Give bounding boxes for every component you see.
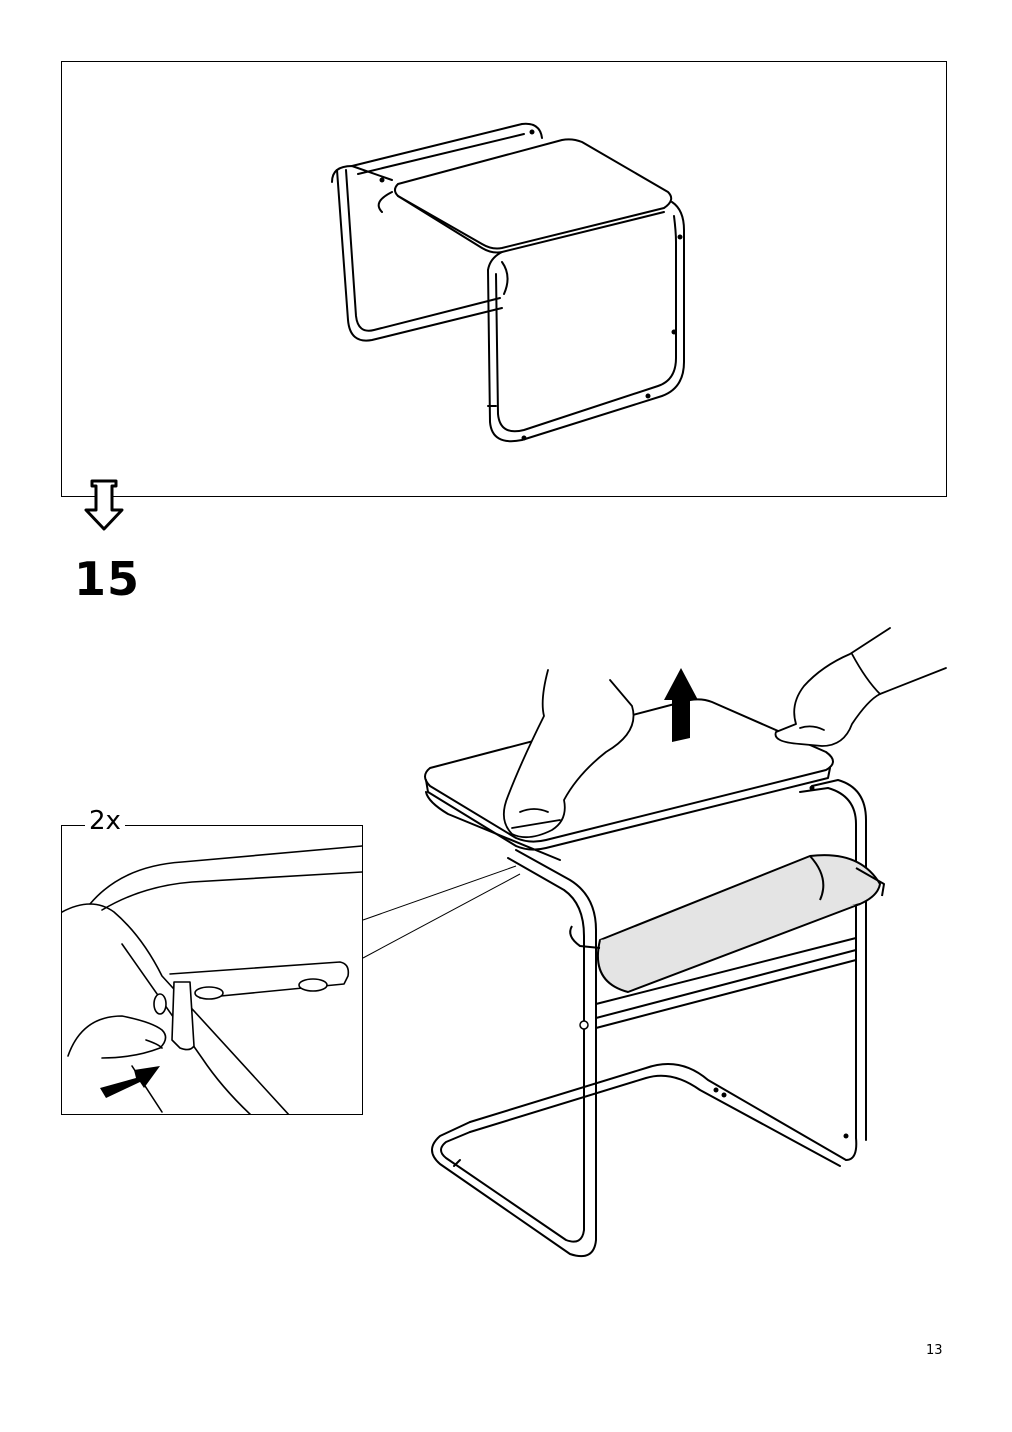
- previous-step-panel: [61, 61, 947, 497]
- up-arrow-icon: [664, 668, 698, 742]
- page-number: 13: [926, 1343, 943, 1358]
- clip-release-detail: [62, 845, 362, 1114]
- step-number: 15: [74, 552, 141, 606]
- push-arrow-icon: [100, 1066, 160, 1098]
- detail-count-label: 2x: [85, 808, 125, 834]
- stool-assembled-illustration: [331, 122, 685, 443]
- detail-inset-panel: [61, 825, 363, 1115]
